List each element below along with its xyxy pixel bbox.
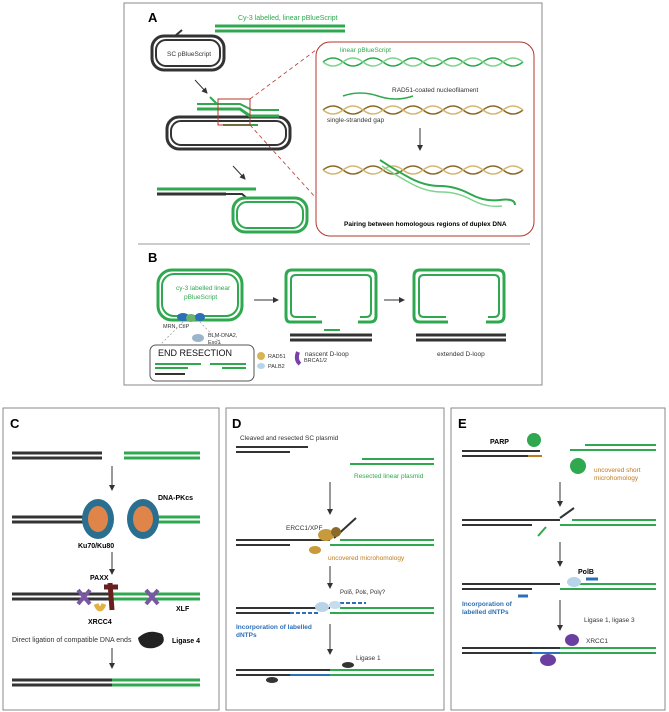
c-direct-label: Direct ligation of compatible DNA ends [12, 637, 132, 644]
panel-e-frame [450, 407, 666, 711]
linear-plasmid-top [215, 24, 345, 33]
c-xlf-label: XLF [176, 606, 190, 613]
dloop-result [157, 187, 309, 234]
panel-a-label: A [148, 10, 158, 25]
b-nascent-label: nascent D-loop [305, 351, 349, 358]
d-annealing [236, 517, 434, 554]
e-incorp-line2: labelled dNTPs [462, 609, 509, 616]
zoom-box [217, 98, 251, 126]
e-unc-line2: microhomology [594, 475, 639, 482]
e-final [462, 634, 656, 666]
c-xrcc4-label: XRCC4 [88, 619, 112, 626]
d-incorp-line1: Incorporation of labelled [236, 624, 312, 631]
b-plasmid-2 [284, 268, 378, 342]
d-ercc-label: ERCC1/XPF [286, 525, 323, 532]
b-palb2-label: PALB2 [268, 364, 285, 370]
panel-ab-frame [123, 2, 543, 386]
b-legend-icons [257, 351, 302, 369]
invasion-plasmid [165, 96, 292, 151]
helix-brown-middle [322, 92, 524, 115]
panel-c-frame [2, 407, 220, 711]
e-fill-in [462, 577, 656, 598]
b-zoom-left [159, 321, 184, 346]
b-cy3-line1: cy-3 labelled linear [176, 285, 231, 292]
d-ends [236, 446, 434, 465]
zoom-line-bottom [249, 124, 317, 199]
zoom-line-top [249, 49, 317, 100]
d-pols-label: Polδ, Polε, Polγ? [340, 590, 386, 596]
e-annealed [462, 507, 656, 537]
helix-paired [322, 159, 524, 208]
b-blm-line1: BLM-DNA2, [208, 333, 238, 339]
cy3-linear-label: Cy-3 labelled, linear pBlueScript [238, 15, 338, 22]
e-unc-line1: uncovered short [594, 467, 641, 474]
b-brca-label: BRCA1/2 [304, 358, 327, 364]
e-polb-label: PolB [578, 569, 594, 576]
d-incorp-line2: dNTPs [236, 632, 257, 639]
b-mrn-proteins [177, 313, 205, 322]
b-extended-label: extended D-loop [437, 351, 485, 358]
e-ends [462, 433, 656, 474]
inset-rad51-label: RAD51-coated nucleofilament [392, 87, 479, 94]
b-plasmid-3 [412, 268, 506, 342]
arrow-a1 [194, 79, 208, 94]
b-zoom-right [199, 321, 223, 346]
c-ku-binding [12, 499, 200, 539]
d-fill-in [236, 601, 434, 614]
b-blm-line2: Exo1 [208, 340, 221, 346]
inset-box [315, 41, 535, 237]
c-dsb-ends [12, 451, 200, 460]
b-mrn-label: MRN, CtIP [163, 324, 190, 330]
sc-plasmid [150, 29, 226, 72]
c-paxx-label: PAXX [90, 575, 109, 582]
c-ligase4-label: Ligase 4 [172, 638, 200, 645]
c-ligase4-shape [138, 631, 164, 649]
helix-green-top [322, 57, 524, 67]
c-ku-label: Ku70/Ku80 [78, 543, 114, 550]
d-uncovered-label: uncovered microhomology [328, 555, 405, 562]
c-synapsis [12, 582, 200, 612]
b-cy3-line2: pBlueScript [184, 294, 217, 301]
d-final [236, 662, 434, 683]
panel-b-label: B [148, 250, 157, 265]
e-incorp-line1: Incorporation of [462, 601, 513, 608]
panel-e-label: E [458, 416, 467, 431]
d-resected-label: Resected linear plasmid [354, 473, 424, 480]
panel-c-label: C [10, 416, 20, 431]
panel-d-frame [225, 407, 445, 711]
c-ligated-product [12, 678, 200, 687]
e-ligase-label: Ligase 1, ligase 3 [584, 617, 635, 624]
panel-d-label: D [232, 416, 241, 431]
resected-ends [155, 363, 246, 375]
d-ligase1-label: Ligase 1 [356, 655, 381, 662]
arrow-a2 [232, 165, 246, 180]
inset-pairing-label: Pairing between homologous regions of du… [344, 221, 507, 228]
inset-gap-label: single-stranded gap [327, 117, 384, 124]
end-resection-label: END RESECTION [158, 348, 232, 358]
inset-linear-label: linear pBlueScript [340, 47, 391, 54]
b-blm-protein [192, 334, 204, 342]
sc-plasmid-label: SC pBlueScript [167, 51, 211, 58]
e-parp-label: PARP [490, 439, 509, 446]
end-resection-box [149, 344, 255, 382]
b-rad51-label: RAD51 [268, 354, 286, 360]
e-xrcc1-label: XRCC1 [586, 638, 608, 645]
c-dnapkcs-label: DNA-PKcs [158, 495, 193, 502]
d-cleaved-label: Cleaved and resected SC plasmid [240, 435, 339, 442]
